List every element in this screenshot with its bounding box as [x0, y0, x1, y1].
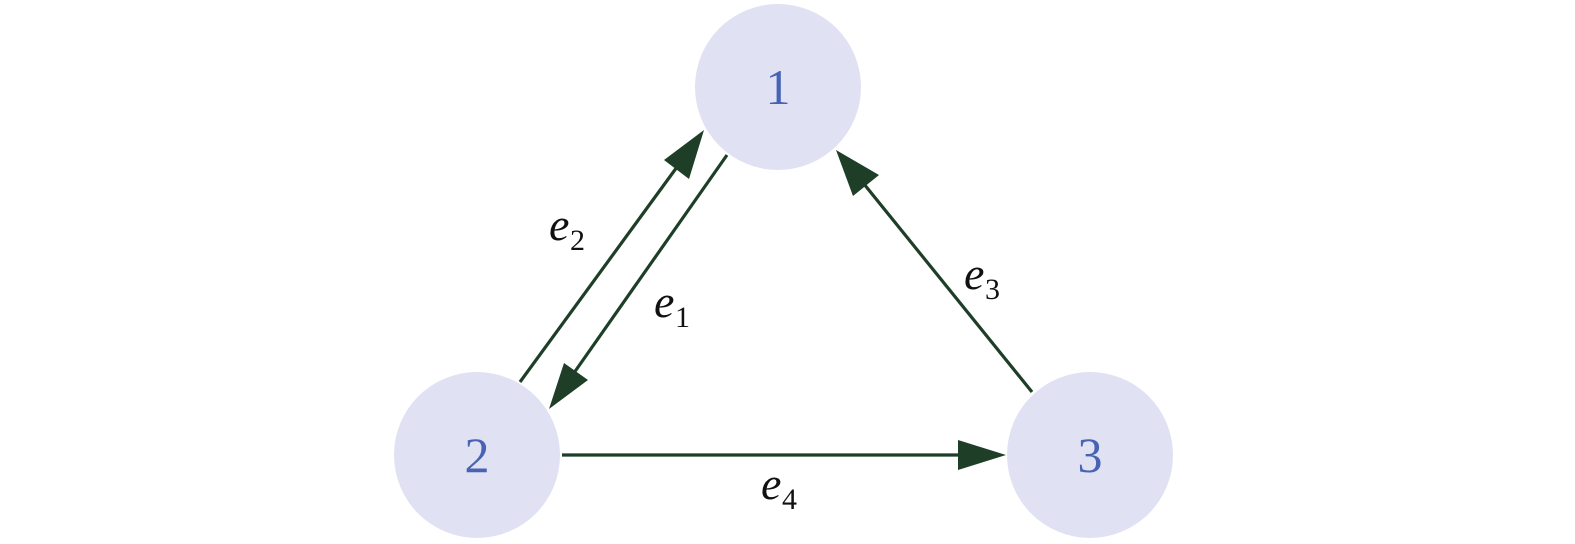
edge-e1-label-sub: 1	[675, 301, 690, 334]
edge-e3[interactable]	[836, 150, 1034, 394]
edge-e1-label-main: e	[654, 276, 674, 327]
node-1[interactable]: 1	[695, 4, 861, 170]
node-1-label: 1	[766, 59, 791, 115]
edge-e2-label-main: e	[549, 199, 569, 250]
edge-e4-label-main: e	[761, 458, 781, 509]
node-2[interactable]: 2	[394, 372, 560, 538]
edge-e1-line	[567, 154, 729, 381]
edge-e4[interactable]	[562, 440, 1006, 470]
edge-e2[interactable]	[518, 130, 704, 383]
edge-e3-label-sub: 3	[985, 273, 1000, 306]
node-2-label: 2	[465, 427, 490, 483]
edge-e2-label-sub: 2	[570, 224, 585, 257]
node-3[interactable]: 3	[1007, 372, 1173, 538]
edge-e4-label: e 4	[761, 458, 797, 516]
edge-e3-label: e 3	[964, 248, 1000, 306]
edge-e4-label-sub: 4	[782, 483, 797, 516]
edge-e1-arrowhead	[549, 363, 588, 409]
edge-e2-arrowhead	[664, 130, 704, 179]
edge-e1-label: e 1	[654, 276, 690, 334]
node-1-circle	[695, 4, 861, 170]
node-3-circle	[1007, 372, 1173, 538]
edge-e3-line	[862, 182, 1034, 394]
edge-e2-line	[518, 166, 679, 383]
node-2-circle	[394, 372, 560, 538]
edge-e4-arrowhead	[958, 440, 1006, 470]
edge-e1[interactable]	[549, 154, 729, 409]
edge-e2-label: e 2	[549, 199, 585, 257]
node-3-label: 3	[1078, 427, 1103, 483]
edge-e3-label-main: e	[964, 248, 984, 299]
edge-e3-arrowhead	[836, 150, 879, 196]
